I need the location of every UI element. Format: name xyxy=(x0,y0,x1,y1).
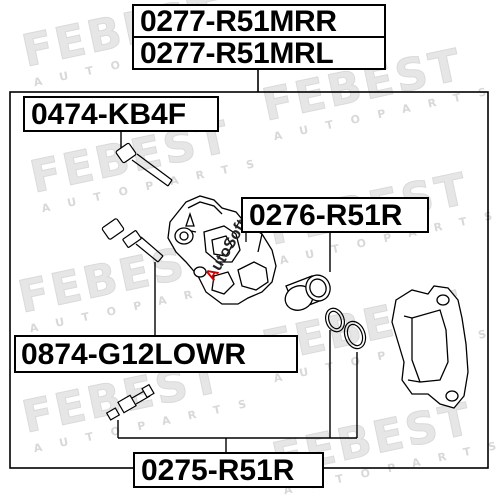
guide-pin-upper xyxy=(115,142,173,187)
piston-seal xyxy=(324,307,346,333)
part-label-piston: 0276-R51R xyxy=(241,197,429,233)
part-label-bolt-lower: 0874-G12LOWR xyxy=(14,335,298,373)
part-label-caliper-left: 0277-R51MRL xyxy=(132,36,386,70)
part-label-bolt-upper: 0474-KB4F xyxy=(23,96,219,132)
dust-boot-ring xyxy=(343,320,367,350)
caliper-bracket xyxy=(391,285,469,409)
bleeder-screw xyxy=(105,383,155,421)
guide-pin-lower xyxy=(101,218,164,263)
part-label-caliper-right: 0277-R51MRR xyxy=(132,4,386,37)
caliper-body xyxy=(167,195,277,305)
part-label-repair-kit: 0275-R51R xyxy=(133,452,324,488)
caliper-piston xyxy=(284,274,331,311)
